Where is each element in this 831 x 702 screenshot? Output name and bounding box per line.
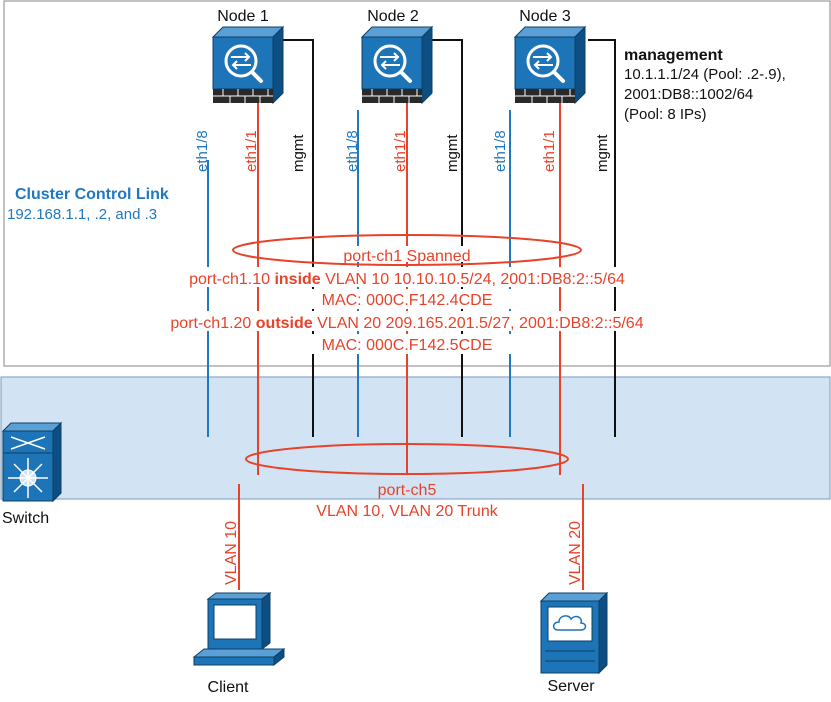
node2-firewall-icon — [360, 25, 434, 105]
node2-eth18-label: eth1/8 — [344, 130, 361, 172]
outside-prefix: port-ch1.20 — [170, 315, 255, 332]
node1-firewall-icon — [211, 25, 285, 105]
inside-mac-bg — [294, 289, 514, 309]
management-line2: 2001:DB8::1002/64 — [624, 86, 753, 103]
outside-mac-bg — [294, 334, 514, 354]
outside-line: port-ch1.20 outside VLAN 20 209.165.201.… — [170, 315, 643, 332]
node1-mgmt-label: mgmt — [290, 134, 307, 172]
switch-label: Switch — [2, 510, 49, 527]
outside-mac: MAC: 000C.F142.5CDE — [322, 337, 493, 354]
inside-line: port-ch1.10 inside VLAN 10 10.10.10.5/24… — [189, 271, 625, 288]
management-line3: (Pool: 8 IPs) — [624, 106, 707, 123]
port-ch5-ellipse — [245, 443, 569, 475]
client-computer-icon — [193, 592, 285, 666]
management-line1: 10.1.1.1/24 (Pool: .2-.9), — [624, 66, 786, 83]
outside-text-bg — [114, 311, 700, 331]
outside-suffix: VLAN 20 209.165.201.5/27, 2001:DB8:2::5/… — [313, 315, 644, 332]
inside-text-bg — [142, 267, 672, 287]
node1-eth11-label: eth1/1 — [243, 130, 260, 172]
switch-icon — [1, 421, 63, 503]
inside-keyword: inside — [274, 271, 320, 288]
node2-eth11-label: eth1/1 — [392, 130, 409, 172]
ccl-subtitle: 192.168.1.1, .2, and .3 — [7, 206, 157, 223]
port-ch1-label-bg — [319, 246, 495, 262]
server-label: Server — [547, 678, 595, 695]
server-vlan-label: VLAN 20 — [567, 521, 584, 585]
node3-label: Node 3 — [519, 8, 571, 25]
node3-mgmt-label: mgmt — [594, 134, 611, 172]
switch-band — [0, 376, 831, 500]
outside-keyword: outside — [256, 315, 313, 332]
inside-mac: MAC: 000C.F142.4CDE — [322, 292, 493, 309]
client-vlan-label: VLAN 10 — [223, 521, 240, 585]
client-label: Client — [208, 679, 249, 696]
inside-suffix: VLAN 10 10.10.10.5/24, 2001:DB8:2::5/64 — [321, 271, 625, 288]
node3-eth11-label: eth1/1 — [541, 130, 558, 172]
node3-firewall-icon — [513, 25, 587, 105]
node2-mgmt-label: mgmt — [444, 134, 461, 172]
ccl-title: Cluster Control Link — [15, 186, 169, 203]
node2-label: Node 2 — [367, 8, 419, 25]
port-ch1-ellipse — [232, 234, 582, 266]
port-ch1-label: port-ch1 Spanned — [343, 248, 470, 265]
management-title: management — [624, 47, 723, 64]
server-icon — [539, 591, 609, 675]
inside-prefix: port-ch1.10 — [189, 271, 274, 288]
node3-eth18-label: eth1/8 — [492, 130, 509, 172]
node1-label: Node 1 — [217, 8, 269, 25]
port-ch5-trunk-label: VLAN 10, VLAN 20 Trunk — [316, 503, 498, 520]
port-ch5-label: port-ch5 — [378, 482, 437, 499]
node1-eth18-label: eth1/8 — [194, 130, 211, 172]
